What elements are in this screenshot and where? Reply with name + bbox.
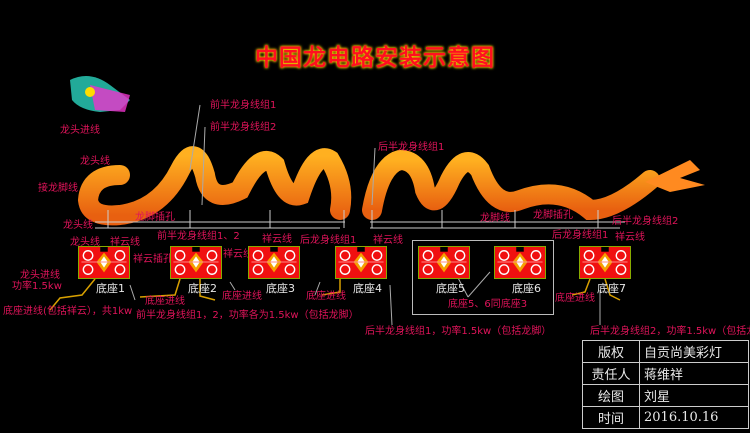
label-head-line: 龙头线 xyxy=(70,237,100,248)
base-2 xyxy=(170,246,222,279)
base-label: 底座3 xyxy=(266,282,295,295)
base-label: 底座1 xyxy=(96,282,125,295)
base-pattern-icon xyxy=(81,247,127,275)
base-5 xyxy=(418,246,470,279)
base-label: 底座5 xyxy=(436,282,465,295)
label-front-2: 前半龙身线组2 xyxy=(210,122,277,133)
label-base-in: 底座进线 xyxy=(145,296,185,307)
label-rear-body: 后龙身线组1 xyxy=(552,230,609,241)
label-rear1-power: 后半龙身线组1，功率1.5kw（包括龙脚） xyxy=(365,326,552,337)
dragon-head-icon xyxy=(70,76,130,112)
label-rear-body: 后龙身线组1 xyxy=(300,235,357,246)
label-rear-1: 后半龙身线组1 xyxy=(378,142,445,153)
label-cloud-line: 祥云线 xyxy=(223,249,253,260)
label-base-in-total: 底座进线(包括祥云），共1kw xyxy=(3,306,133,317)
label-cloud-line: 祥云线 xyxy=(373,235,403,246)
dragon-tail-icon xyxy=(645,160,705,192)
label-front-1: 前半龙身线组1 xyxy=(210,100,277,111)
label-leg-line: 龙脚线 xyxy=(480,213,510,224)
label-cloud-line: 祥云线 xyxy=(262,234,292,245)
label-leg-hole: 龙脚插孔 xyxy=(135,212,175,223)
base-label: 底座6 xyxy=(512,282,541,295)
label-rear-2: 后半龙身线组2 xyxy=(612,216,679,227)
label-connect-leg: 接龙脚线 xyxy=(38,183,78,194)
base-pattern-icon xyxy=(421,247,467,275)
info-key: 责任人 xyxy=(582,362,640,385)
dragon-body-front xyxy=(77,146,352,226)
base-5-6-group xyxy=(412,240,554,315)
label-rear2-power: 后半龙身线组2，功率1.5kw（包括龙脚） xyxy=(590,326,750,337)
page-title: 中国龙电路安装示意图 xyxy=(255,45,495,71)
table-row: 责任人蒋维祥 xyxy=(582,362,749,385)
label-front-12: 前半龙身线组1、2 xyxy=(157,231,240,242)
base-1 xyxy=(78,246,130,279)
base-pattern-icon xyxy=(251,247,297,275)
base-7 xyxy=(579,246,631,279)
label-head-power: 龙头进线 xyxy=(20,270,60,281)
label-cloud-hole: 祥云插孔 xyxy=(133,254,173,265)
base-pattern-icon xyxy=(338,247,384,275)
label-cloud-line: 祥云线 xyxy=(615,232,645,243)
base-pattern-icon xyxy=(497,247,543,275)
base-pattern-icon xyxy=(173,247,219,275)
label-head-line: 龙头线 xyxy=(63,220,93,231)
info-key: 版权 xyxy=(582,340,640,363)
label-head-in: 龙头进线 xyxy=(60,125,100,136)
table-row: 绘图刘星 xyxy=(582,384,749,407)
base-4 xyxy=(335,246,387,279)
base-pattern-icon xyxy=(582,247,628,275)
info-key: 时间 xyxy=(582,406,640,429)
label-leg-hole: 龙脚插孔 xyxy=(533,210,573,221)
label-front-power: 前半龙身线组1，2，功率各为1.5kw（包括龙脚） xyxy=(136,310,359,321)
base-label: 底座4 xyxy=(353,282,382,295)
dragon-body-rear xyxy=(362,149,660,221)
base-label: 底座7 xyxy=(597,282,626,295)
base-6 xyxy=(494,246,546,279)
label-base-in: 底座进线 xyxy=(222,291,262,302)
info-value: 自贡尚美彩灯 xyxy=(639,340,749,363)
base-3 xyxy=(248,246,300,279)
power-wires xyxy=(49,278,621,311)
info-value: 2016.10.16 xyxy=(639,406,749,429)
table-row: 版权自贡尚美彩灯 xyxy=(582,340,749,363)
info-value: 刘星 xyxy=(639,384,749,407)
label-cloud-line: 祥云线 xyxy=(110,237,140,248)
base-label: 底座2 xyxy=(188,282,217,295)
platform-lines xyxy=(95,210,625,229)
label-base-in: 底座进线 xyxy=(306,291,346,302)
label-head-power-value: 功率1.5kw xyxy=(12,281,62,292)
label-head-line: 龙头线 xyxy=(80,156,110,167)
label-base56-note: 底座5、6同底座3 xyxy=(448,299,528,310)
info-value: 蒋维祥 xyxy=(639,362,749,385)
label-base-in: 底座进线 xyxy=(555,293,595,304)
info-key: 绘图 xyxy=(582,384,640,407)
